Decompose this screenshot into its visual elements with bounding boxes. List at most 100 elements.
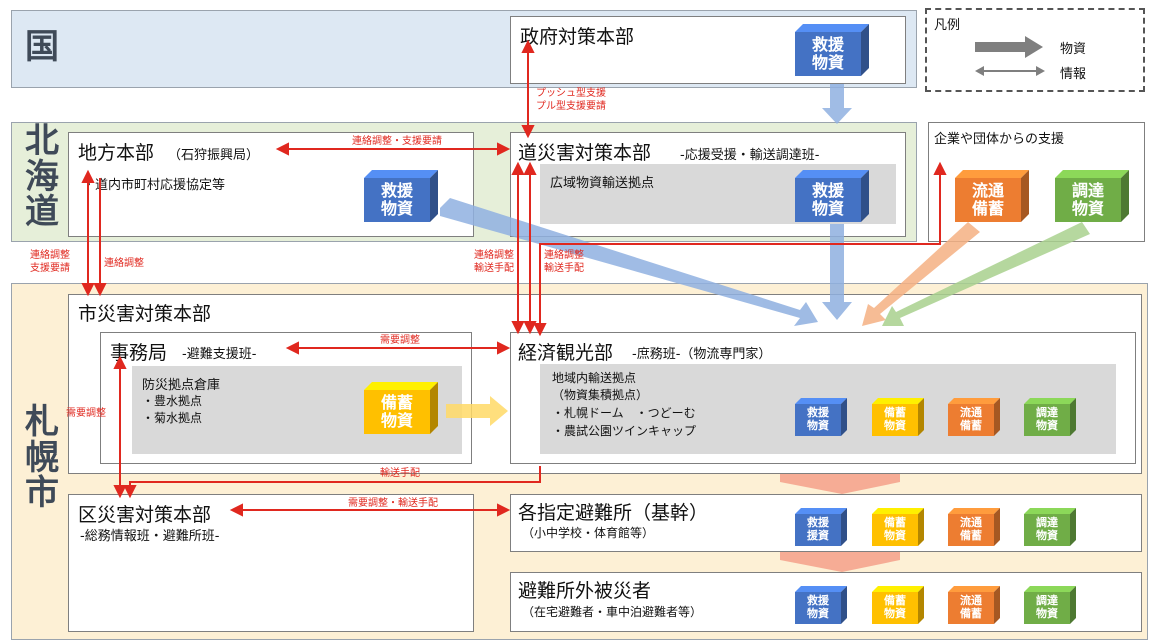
supply-arrow-warehouse-to-economy	[446, 396, 508, 426]
prefecture-hub-label: 広域物資輸送拠点	[550, 176, 655, 191]
supply-arrow-regional-to-city	[440, 198, 818, 326]
prefecture-sub: -応援受援・輸送調達班-	[680, 148, 820, 163]
chotatsu-cube: 調達 物資	[1024, 398, 1076, 436]
warehouse-title: 防災拠点倉庫	[142, 378, 221, 393]
regional-hub-line: ・農試公園ツインキャップ	[552, 424, 697, 438]
label-liaison-support: 連絡調整・支援要請	[352, 136, 442, 147]
ward-sub: -総務情報班・避難所班-	[80, 529, 220, 544]
supply-arrow-pref-to-city	[822, 224, 852, 320]
regional-note: ・道内市町村応援協定等	[82, 178, 226, 193]
cube-side-face	[841, 586, 847, 624]
cube-side-face	[918, 586, 924, 624]
ryutsu-cube: 流通 備蓄	[948, 586, 1000, 624]
ward-title: 区災害対策本部	[78, 504, 212, 526]
ward-box	[68, 494, 474, 632]
supply-arrow-ryutsu-to-city	[862, 222, 980, 326]
label-liaison-transport-b: 連絡調整 輸送手配	[544, 250, 584, 274]
outside-title: 避難所外被災者	[518, 580, 652, 602]
label-transport: 輸送手配	[380, 468, 420, 479]
government-title: 政府対策本部	[520, 26, 635, 48]
cube-side-face	[841, 398, 847, 436]
label-demand-transport: 需要調整・輸送手配	[348, 498, 438, 509]
regional-hub-line: ・札幌ドーム ・つどーむ	[552, 406, 696, 420]
cube-top-face	[872, 508, 924, 514]
city-hq-title: 市災害対策本部	[78, 303, 212, 325]
supply-arrow-economy-to-shelter	[780, 474, 900, 494]
legend-bulk-label: 物資	[1060, 42, 1087, 57]
cube-top-face	[872, 398, 924, 404]
regional-sub: （石狩振興局）	[168, 148, 260, 163]
label-push-pull: プッシュ型支援 プル型支援要請	[536, 88, 606, 112]
supply-arrow-chotatsu-to-city	[882, 222, 1090, 326]
warehouse-item: ・菊水拠点	[142, 411, 203, 425]
cube-side-face	[918, 398, 924, 436]
kyuen-cube: 救援 物資	[795, 170, 869, 222]
secretariat-title: 事務局	[110, 342, 168, 364]
cube-side-face	[1070, 586, 1076, 624]
legend-info-label: 情報	[1060, 67, 1087, 82]
label-demand: 需要調整	[380, 335, 420, 346]
cube-top-face	[1024, 508, 1076, 514]
bichiku-cube: 備蓄 物資	[872, 508, 924, 546]
cube-side-face	[918, 508, 924, 546]
cube-side-face	[841, 508, 847, 546]
cube-top-face	[948, 508, 1000, 514]
economy-title: 経済観光部	[518, 342, 614, 364]
legend-info-arrow	[975, 66, 1045, 76]
chotatsu-cube: 調達 物資	[1024, 586, 1076, 624]
cube-side-face	[1021, 170, 1029, 222]
ryutsu-cube: 流通 備蓄	[948, 508, 1000, 546]
cube-top-face	[948, 586, 1000, 592]
cube-top-face	[948, 398, 1000, 404]
secretariat-sub: -避難支援班-	[182, 347, 257, 362]
economy-sub: -庶務班-（物流専門家）	[632, 347, 772, 362]
kyuen-cube: 救援 物資	[795, 24, 869, 76]
supply-arrow-gov-to-pref	[822, 84, 852, 124]
legend-title: 凡例	[934, 18, 961, 33]
kyuen-cube: 救援 物資	[364, 170, 438, 222]
cube-top-face	[1055, 170, 1129, 178]
regional-hub-line: 地域内輸送拠点	[552, 371, 637, 385]
cube-side-face	[1070, 508, 1076, 546]
cube-side-face	[861, 170, 869, 222]
chotatsu-cube: 調達 物資	[1024, 508, 1076, 546]
cube-side-face	[1121, 170, 1129, 222]
level-label-hokkaido: 北 海 道	[25, 121, 59, 233]
bichiku-cube: 備蓄 物資	[872, 586, 924, 624]
label-liaison-transport-a: 連絡調整 輸送手配	[474, 250, 514, 274]
cube-side-face	[994, 508, 1000, 546]
cube-side-face	[1070, 398, 1076, 436]
cube-top-face	[1024, 586, 1076, 592]
label-liaison: 連絡調整	[104, 258, 144, 269]
cube-top-face	[872, 586, 924, 592]
shelter-title: 各指定避難所（基幹）	[518, 502, 709, 524]
regional-hub-line: （物資集積拠点）	[552, 388, 649, 402]
kyuen-cube: 救援 物資	[795, 586, 847, 624]
bichiku-cube: 備蓄 物資	[364, 382, 438, 434]
cube-side-face	[994, 586, 1000, 624]
cube-side-face	[430, 382, 438, 434]
cube-top-face	[1024, 398, 1076, 404]
cube-top-face	[795, 24, 869, 32]
cube-side-face	[994, 398, 1000, 436]
ryutsu-cube: 流通 備蓄	[948, 398, 1000, 436]
cube-top-face	[955, 170, 1029, 178]
corporate-title: 企業や団体からの支援	[934, 132, 1065, 147]
kyuen-cube: 救援 援資	[795, 508, 847, 546]
prefecture-title: 道災害対策本部	[518, 142, 652, 164]
cube-top-face	[795, 586, 847, 592]
regional-title: 地方本部	[78, 142, 155, 164]
cube-side-face	[861, 24, 869, 76]
cube-top-face	[795, 508, 847, 514]
chotatsu-cube: 調達 物資	[1055, 170, 1129, 222]
bichiku-cube: 備蓄 物資	[872, 398, 924, 436]
ryutsu-cube: 流通 備蓄	[955, 170, 1029, 222]
level-label-national: 国	[25, 27, 59, 67]
cube-side-face	[430, 170, 438, 222]
level-label-sapporo: 札 幌 市	[25, 402, 59, 514]
cube-top-face	[795, 170, 869, 178]
kyuen-cube: 救援 物資	[795, 398, 847, 436]
cube-top-face	[364, 170, 438, 178]
outside-sub: （在宅避難者・車中泊避難者等）	[522, 605, 703, 619]
